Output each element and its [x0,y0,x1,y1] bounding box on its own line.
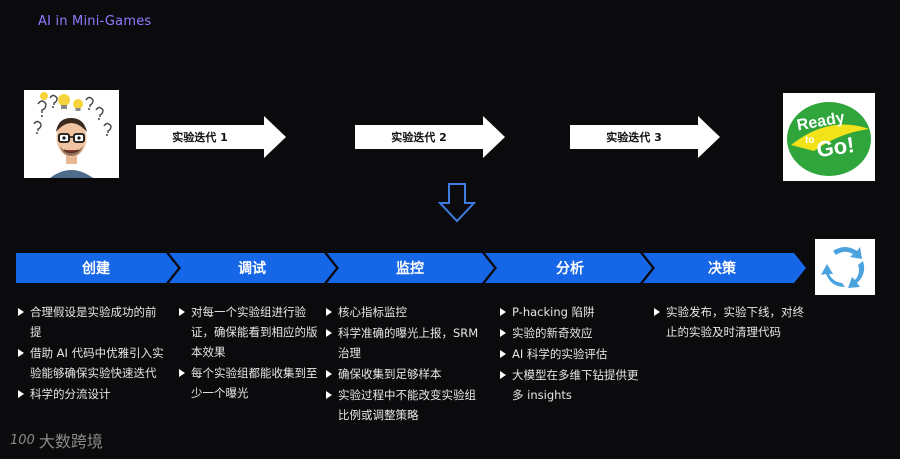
list-item: 科学准确的曝光上报，SRM治理 [326,323,484,363]
phase-monitor: 监控 [396,261,424,277]
to-text: to [805,135,814,146]
phase-monitor-list: 核心指标监控 科学准确的曝光上报，SRM治理 确保收集到足够样本 实验过程中不能… [326,302,484,426]
phase-decide-list: 实验发布，实验下线，对终止的实验及时清理代码 [654,302,804,343]
list-item: 确保收集到足够样本 [326,364,484,384]
phase-decide: 决策 [708,261,736,277]
iteration-arrow-1: 实验迭代 1 [136,116,286,158]
iteration-arrow-3: 实验迭代 3 [570,116,720,158]
ready-to-go-icon: Ready to Go! [783,93,875,181]
thinking-man-icon [24,90,119,178]
list-item: 每个实验组都能收集到至少一个曝光 [179,363,319,403]
list-item: 借助 AI 代码中优雅引入实验能够确保实验快速迭代 [18,343,166,383]
list-item: 大模型在多维下钻提供更多 insights [500,365,648,405]
iteration-label: 实验迭代 3 [606,131,662,144]
phase-create-list: 合理假设是实验成功的前提 借助 AI 代码中优雅引入实验能够确保实验快速迭代 科… [18,302,166,405]
down-arrow-icon [437,183,477,223]
list-item: P-hacking 陷阱 [500,302,648,322]
list-item: 核心指标监控 [326,302,484,322]
phase-bar: 创建 调试 监控 分析 决策 [16,253,806,283]
list-item: 实验过程中不能改变实验组比例或调整策略 [326,385,484,425]
list-item: 合理假设是实验成功的前提 [18,302,166,342]
watermark-text: 大数跨境 [38,432,103,451]
iteration-label: 实验迭代 1 [172,131,228,144]
list-item: 实验发布，实验下线，对终止的实验及时清理代码 [654,302,804,342]
phase-create: 创建 [82,261,110,277]
go-text: Go! [815,132,856,162]
list-item: 科学的分流设计 [18,384,166,404]
list-item: 实验的新奇效应 [500,323,648,343]
phase-debug-list: 对每一个实验组进行验证，确保能看到相应的版本效果 每个实验组都能收集到至少一个曝… [179,302,319,404]
page-title: AI in Mini-Games [38,14,152,29]
iteration-label: 实验迭代 2 [391,131,447,144]
phase-debug: 调试 [238,261,266,277]
watermark-logo: 100 [10,432,35,448]
list-item: AI 科学的实验评估 [500,344,648,364]
recycle-arrows-icon [815,239,875,295]
watermark: 100 大数跨境 [10,428,103,452]
iteration-arrow-2: 实验迭代 2 [355,116,505,158]
phase-analyze: 分析 [556,261,584,277]
list-item: 对每一个实验组进行验证，确保能看到相应的版本效果 [179,302,319,362]
phase-analyze-list: P-hacking 陷阱 实验的新奇效应 AI 科学的实验评估 大模型在多维下钻… [500,302,648,406]
